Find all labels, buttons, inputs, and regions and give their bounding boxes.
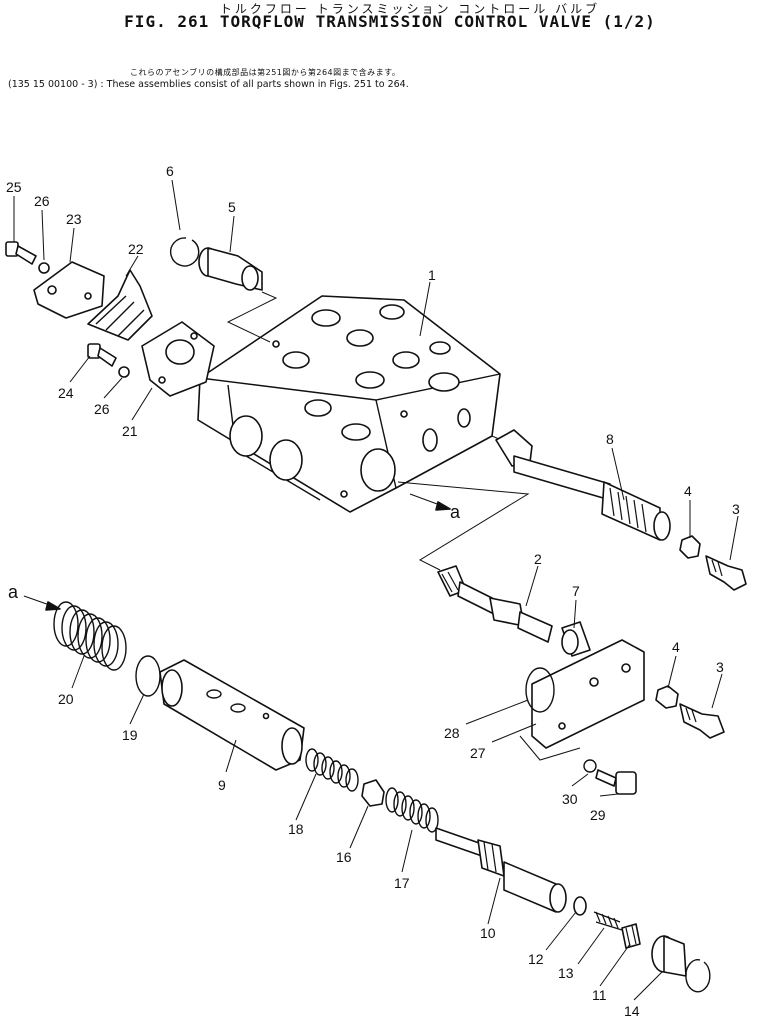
reference-mark-a: a	[8, 582, 61, 611]
callout-number: 9	[218, 777, 226, 793]
cam-lever-part	[679, 703, 725, 739]
callout-leaders	[13, 179, 739, 1001]
spring-plate-part	[87, 269, 153, 341]
cam-lever-part	[705, 555, 747, 591]
spring-part	[53, 601, 127, 671]
sleeve-part	[561, 621, 591, 657]
bolt-part	[5, 241, 37, 265]
spool-part	[159, 659, 305, 771]
callout-number: 2	[534, 551, 542, 567]
snap-ring-part	[685, 959, 711, 993]
callout-number: 27	[470, 745, 486, 761]
reference-mark-label: a	[8, 582, 19, 602]
callout-number: 30	[562, 791, 578, 807]
callout-number: 17	[394, 875, 410, 891]
plug-part	[198, 247, 263, 291]
plate-part	[33, 261, 105, 319]
callout-number: 13	[558, 965, 574, 981]
callout-number: 28	[444, 725, 460, 741]
reference-mark-a: a	[409, 493, 461, 522]
reference-mark-label: a	[450, 502, 461, 522]
callout-number: 12	[528, 951, 544, 967]
callout-number: 24	[58, 385, 74, 401]
o-ring-part	[525, 667, 555, 713]
nut-part	[679, 535, 701, 559]
callout-number: 20	[58, 691, 74, 707]
callout-number: 11	[592, 987, 607, 1003]
spring-part	[385, 787, 439, 833]
snap-ring-part	[170, 237, 200, 267]
callout-number: 3	[732, 501, 740, 517]
callout-number: 7	[572, 583, 580, 599]
callout-number: 3	[716, 659, 724, 675]
cover-plate-part	[531, 639, 645, 749]
callout-number: 25	[6, 179, 22, 195]
washer-part	[583, 759, 597, 773]
callout-numbers: 1 2 3 3 4 4 5 6 7 8 9 10 11 12 13 14 16 …	[6, 163, 740, 1019]
callout-number: 10	[480, 925, 496, 941]
ring-part	[135, 655, 161, 697]
washer-part	[118, 366, 130, 378]
plug-part	[621, 923, 641, 949]
spring-part	[593, 911, 623, 931]
figure-title-japanese: トルクフロー トランスミッション コントロール バルブ	[219, 2, 601, 16]
bolt-part	[595, 769, 637, 795]
spool-part	[495, 429, 671, 541]
assembly-note: (135 15 00100 - 3) : These assemblies co…	[8, 79, 409, 90]
callout-number: 19	[122, 727, 138, 743]
seat-part	[361, 779, 385, 807]
assembly-note-japanese: これらのアセンブリの構成部品は第251図から第264図まで含みます。	[130, 68, 401, 77]
figure-header: トルクフロー トランスミッション コントロール バルブ FIG. 261 TOR…	[0, 0, 766, 96]
cover-part	[141, 321, 215, 397]
callout-number: 14	[624, 1003, 640, 1019]
callout-number: 5	[228, 199, 236, 215]
spool-part	[437, 565, 553, 643]
callout-number: 4	[672, 639, 680, 655]
ring-part	[573, 896, 587, 916]
callout-number: 1	[428, 267, 436, 283]
callout-number: 18	[288, 821, 304, 837]
callout-number: 26	[94, 401, 110, 417]
callout-number: 21	[122, 423, 138, 439]
callout-number: 4	[684, 483, 692, 499]
callout-number: 8	[606, 431, 614, 447]
callout-number: 29	[590, 807, 606, 823]
nut-part	[655, 685, 679, 709]
callout-number: 26	[34, 193, 50, 209]
callout-number: 6	[166, 163, 174, 179]
callout-number: 16	[336, 849, 352, 865]
washer-part	[38, 262, 50, 274]
bolt-part	[87, 343, 117, 367]
callout-number: 22	[128, 241, 144, 257]
valve-body-part	[197, 295, 501, 513]
spring-part	[305, 748, 359, 792]
callout-number: 23	[66, 211, 82, 227]
figure-title: FIG. 261 TORQFLOW TRANSMISSION CONTROL V…	[124, 12, 656, 31]
plug-part	[651, 935, 687, 977]
plunger-part	[435, 827, 567, 913]
